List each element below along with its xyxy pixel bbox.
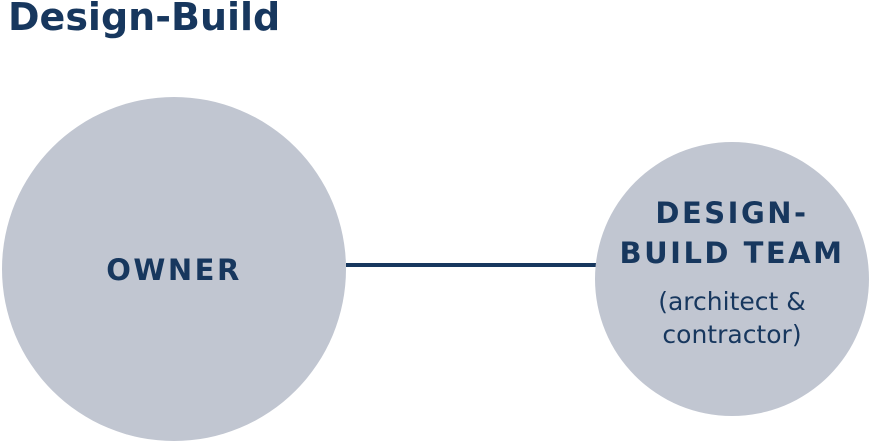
design-build-team-node: DESIGN- BUILD TEAM (architect & contract… [595,142,869,416]
team-label: DESIGN- BUILD TEAM [620,193,845,273]
team-label-line2: BUILD TEAM [619,236,845,270]
team-label-line1: DESIGN- [655,196,809,230]
owner-label: OWNER [106,253,242,287]
owner-to-team-connector [346,263,596,267]
team-sublabel-line2: contractor) [662,320,802,349]
diagram-title: Design-Build [8,0,281,39]
team-sublabel: (architect & contractor) [658,285,806,351]
owner-node: OWNER [2,97,346,441]
team-sublabel-line1: (architect & [658,287,806,316]
